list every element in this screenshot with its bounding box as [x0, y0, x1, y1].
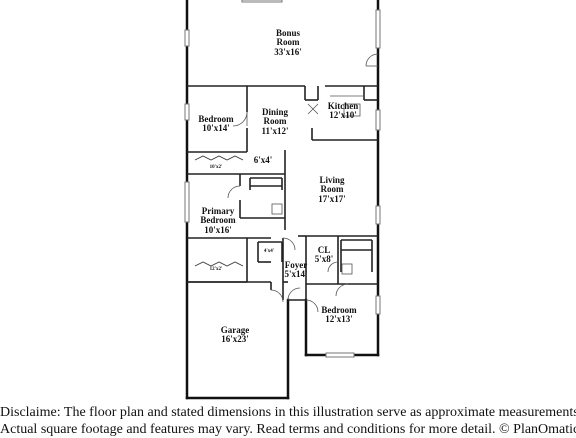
- room-size: 11'x12': [261, 125, 289, 136]
- room-label-kitchen: Kitchen 12'x10': [318, 101, 368, 121]
- closet-door-marks: [194, 155, 244, 267]
- room-name: Garage: [220, 325, 250, 335]
- room-label-bedroom-lower: Bedroom 12'x13': [314, 305, 364, 325]
- room-name: Bonus: [275, 28, 301, 38]
- room-label-living: Living Room 17'x17': [306, 175, 358, 204]
- room-size: 10'x16': [204, 224, 232, 235]
- room-size: 10'x14': [202, 123, 230, 134]
- room-size: 12'x10': [329, 110, 357, 121]
- room-label-hall: 6'x4': [245, 155, 281, 165]
- room-name: Bedroom: [321, 305, 357, 315]
- room-name: Primary: [201, 206, 235, 216]
- room-name-2: Room: [276, 37, 300, 48]
- room-size: 16'x23': [221, 334, 249, 345]
- disclaimer-line-2: Actual square footage and features may v…: [0, 422, 576, 437]
- room-size: 4'x4': [263, 249, 275, 254]
- room-name-2: Room: [263, 116, 287, 127]
- room-size: 12'x13': [325, 314, 353, 325]
- room-label-cl: CL 5'x8': [310, 245, 338, 265]
- disclaimer: Disclaime: The floor plan and stated dim…: [0, 404, 576, 438]
- room-name-2: Bedroom: [200, 215, 236, 226]
- room-label-entry: 4'x4': [258, 249, 280, 254]
- window-marks: [184, 0, 381, 358]
- room-size: 10'x2': [209, 165, 223, 170]
- room-size: 6'x4': [253, 155, 273, 165]
- room-name: CL: [317, 245, 331, 255]
- room-size: 12'x2': [209, 267, 223, 272]
- room-size: 33'x16': [274, 46, 302, 57]
- room-size: 5'x14': [284, 269, 308, 280]
- room-label-primary-bedroom: Primary Bedroom 10'x16': [191, 206, 245, 235]
- room-label-foyer: Foyer 5'x14': [280, 260, 312, 280]
- room-label-bedroom-upper: Bedroom 10'x14': [191, 114, 241, 134]
- room-label-dining: Dining Room 11'x12': [250, 107, 300, 136]
- room-name: Bedroom: [198, 114, 234, 124]
- room-name: Kitchen: [327, 101, 359, 111]
- room-size: 5'x8': [314, 254, 334, 265]
- room-label-garage: Garage 16'x23': [209, 325, 261, 345]
- room-name-2: Room: [320, 184, 344, 195]
- door-swings: [227, 53, 379, 313]
- room-name: Living: [319, 175, 345, 185]
- room-label-bonus: Bonus Room 33'x16': [262, 28, 314, 57]
- room-name: Dining: [261, 107, 288, 117]
- room-size: 17'x17': [318, 193, 346, 204]
- room-name: Foyer: [284, 260, 308, 270]
- disclaimer-line-1: Disclaime: The floor plan and stated dim…: [0, 405, 576, 420]
- room-label-closet-lower: 12'x2': [199, 267, 233, 272]
- interior-walls: [187, 85, 378, 301]
- room-label-closet-upper: 10'x2': [199, 165, 233, 170]
